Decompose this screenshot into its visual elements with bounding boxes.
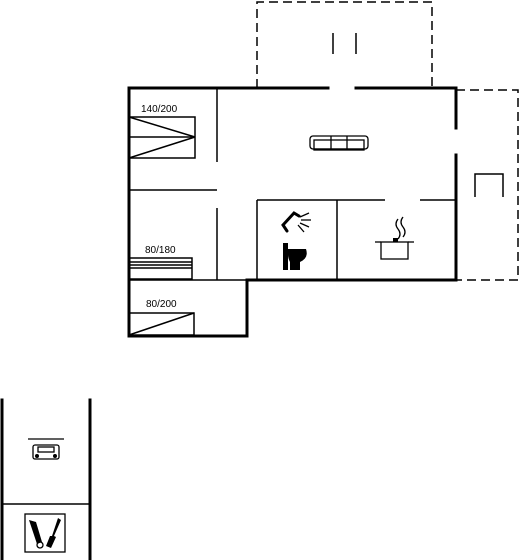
bedroom-top: 140/200 <box>128 104 196 159</box>
terrace-top-outline <box>256 1 433 88</box>
exterior-walls <box>127 86 458 338</box>
chair-icon <box>474 173 504 197</box>
single-bed <box>128 257 193 280</box>
single-bed-bottom <box>128 312 195 336</box>
sofa-icon <box>309 135 369 151</box>
bedroom-bottom: 80/200 <box>128 299 195 336</box>
toilet-icon <box>283 243 307 270</box>
bed-size-label-bottom: 80/200 <box>146 299 177 310</box>
terrace-door-marks <box>332 33 357 54</box>
tools-icon <box>24 513 66 553</box>
bedroom-middle: 80/180 <box>128 245 193 280</box>
bed-size-label-middle: 80/180 <box>145 245 176 256</box>
interior-walls <box>129 88 456 281</box>
shower-icon <box>281 211 311 233</box>
outbuilding <box>0 398 92 560</box>
double-bed <box>128 116 196 159</box>
cooking-pot-icon <box>375 216 414 260</box>
bed-size-label-top: 140/200 <box>141 104 178 115</box>
car-icon <box>28 438 64 460</box>
terrace-right-outline <box>456 89 519 281</box>
